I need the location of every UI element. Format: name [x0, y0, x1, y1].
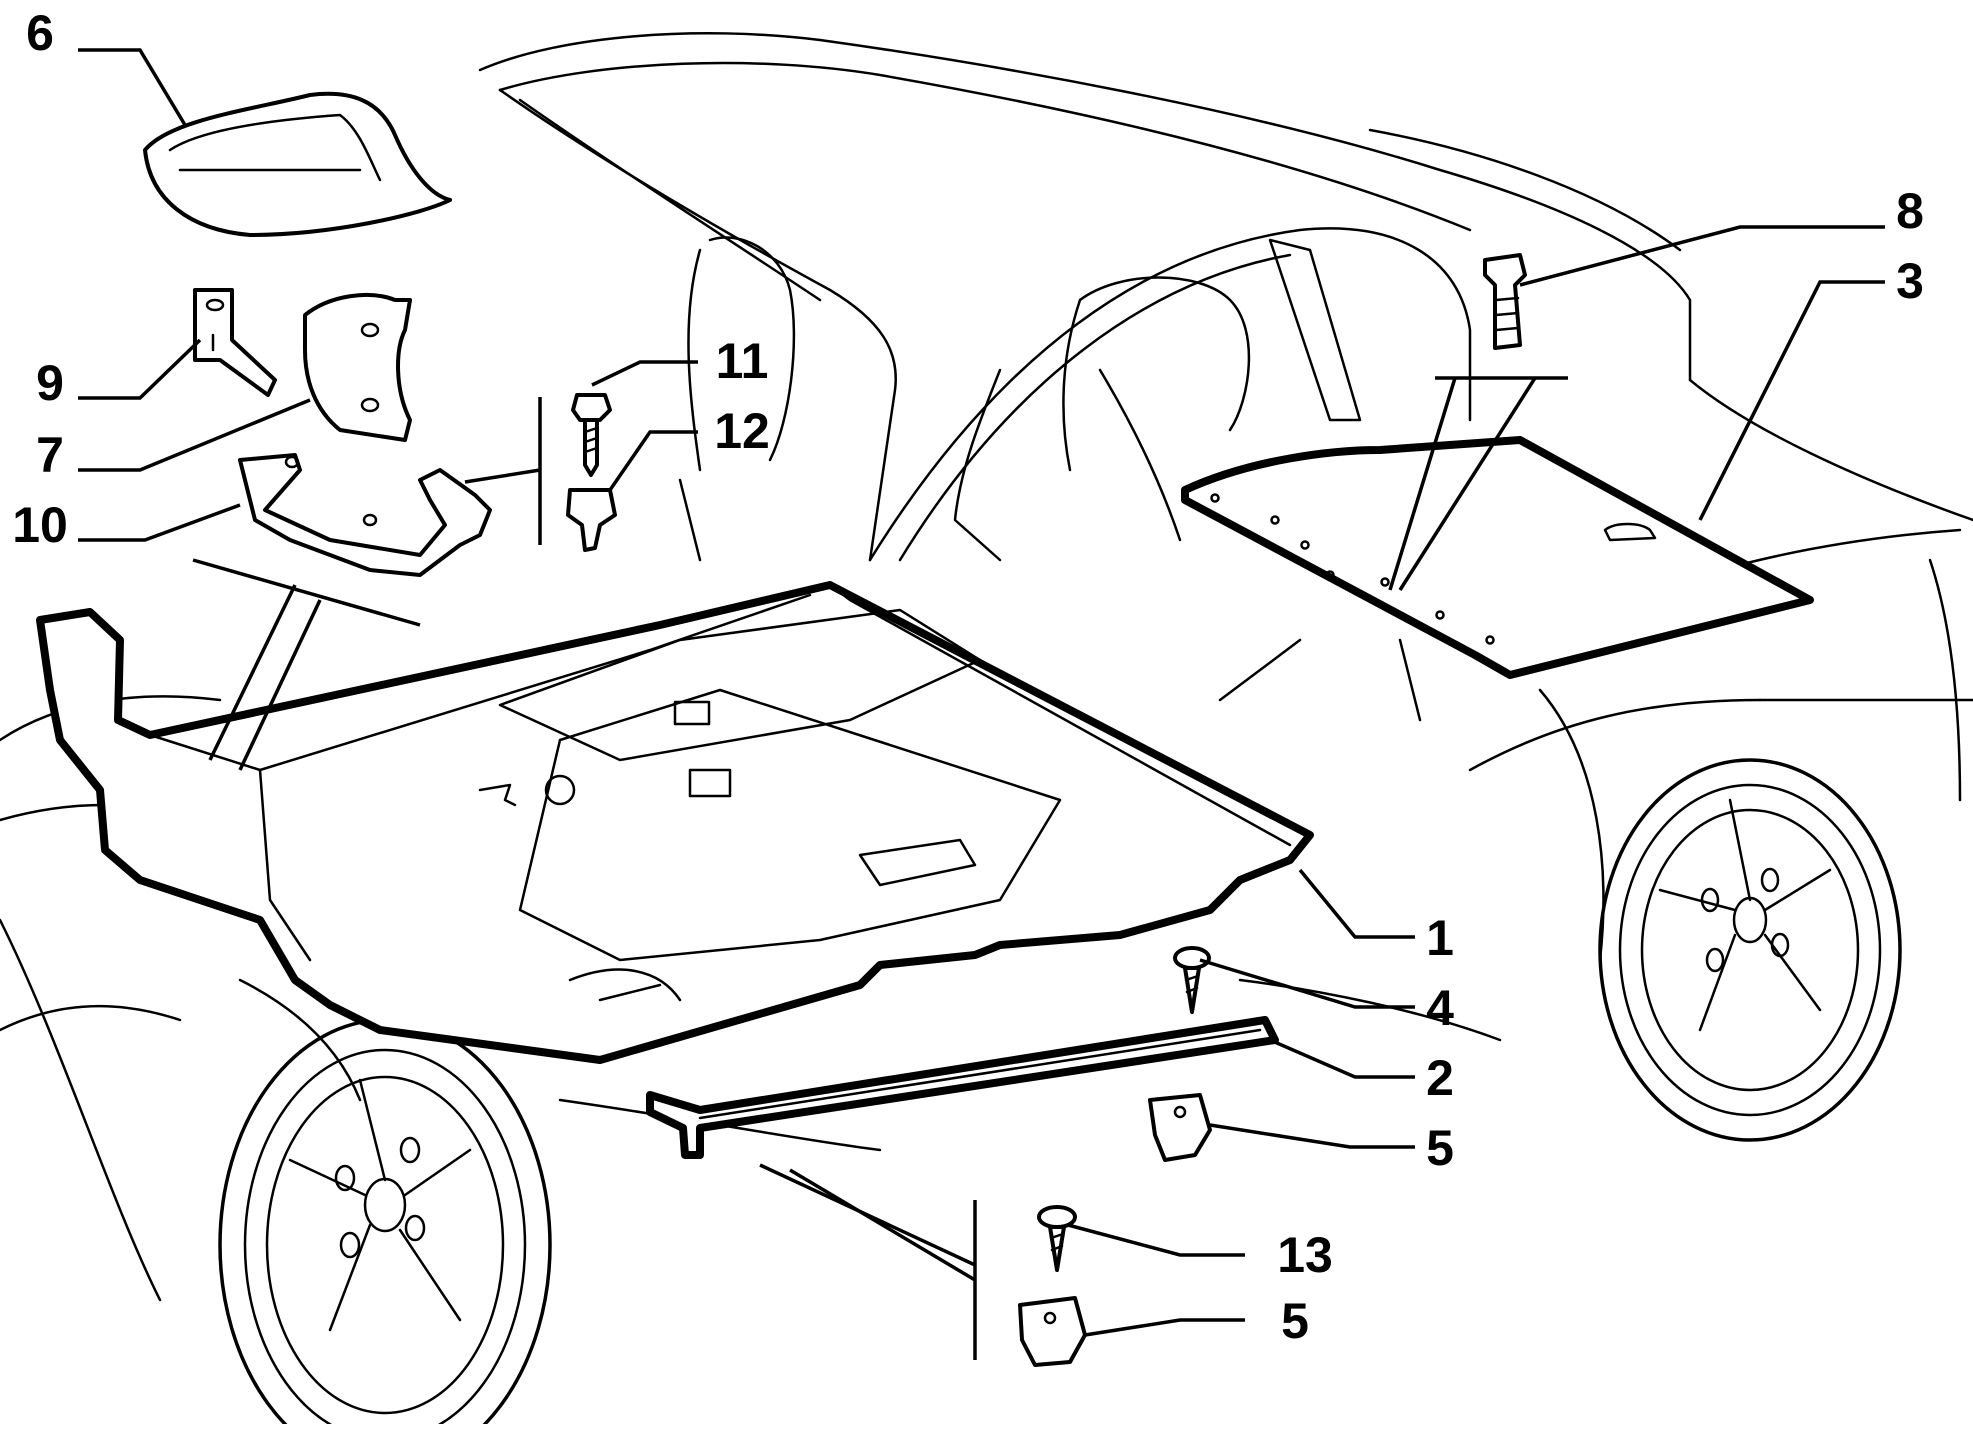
callout-8: 8	[1896, 183, 1924, 239]
part-3-trunk-panel	[1181, 436, 1814, 679]
callout-6: 6	[26, 5, 54, 61]
part-8-plug	[1483, 253, 1527, 350]
callout-11: 11	[716, 333, 769, 389]
callout-labels: 6 8 3 9 7 10 11 12 1 4 2 5 13 5	[12, 5, 1924, 1349]
part-6-cover-pad	[143, 91, 452, 237]
part-5-nut-clip-upper	[1148, 1093, 1212, 1162]
callout-2: 2	[1426, 1050, 1454, 1106]
callout-7: 7	[36, 427, 64, 483]
part-12-clip	[566, 488, 617, 552]
part-4-screw	[1173, 946, 1211, 1014]
callout-13: 13	[1277, 1227, 1333, 1283]
part-10-bracket-assembly	[238, 453, 492, 577]
callout-10: 10	[12, 497, 68, 553]
part-13-screw	[1037, 1205, 1077, 1272]
part-9-bracket	[193, 288, 277, 397]
part-7-insulation-pad	[303, 293, 412, 442]
callout-5: 5	[1426, 1120, 1454, 1176]
callout-12: 12	[714, 403, 770, 459]
callout-1: 1	[1426, 910, 1454, 966]
part-5-nut-clip-lower	[1018, 1296, 1087, 1367]
part-1-floor-carpet	[36, 581, 1314, 1064]
callout-5: 5	[1281, 1293, 1309, 1349]
callout-3: 3	[1896, 253, 1924, 309]
part-2-sill-strip	[646, 1016, 1279, 1159]
rear-wheel	[1538, 688, 1902, 1142]
leader-lines	[78, 48, 1885, 1360]
callout-9: 9	[36, 355, 64, 411]
callout-4: 4	[1426, 980, 1454, 1036]
part-11-bolt	[571, 393, 612, 477]
